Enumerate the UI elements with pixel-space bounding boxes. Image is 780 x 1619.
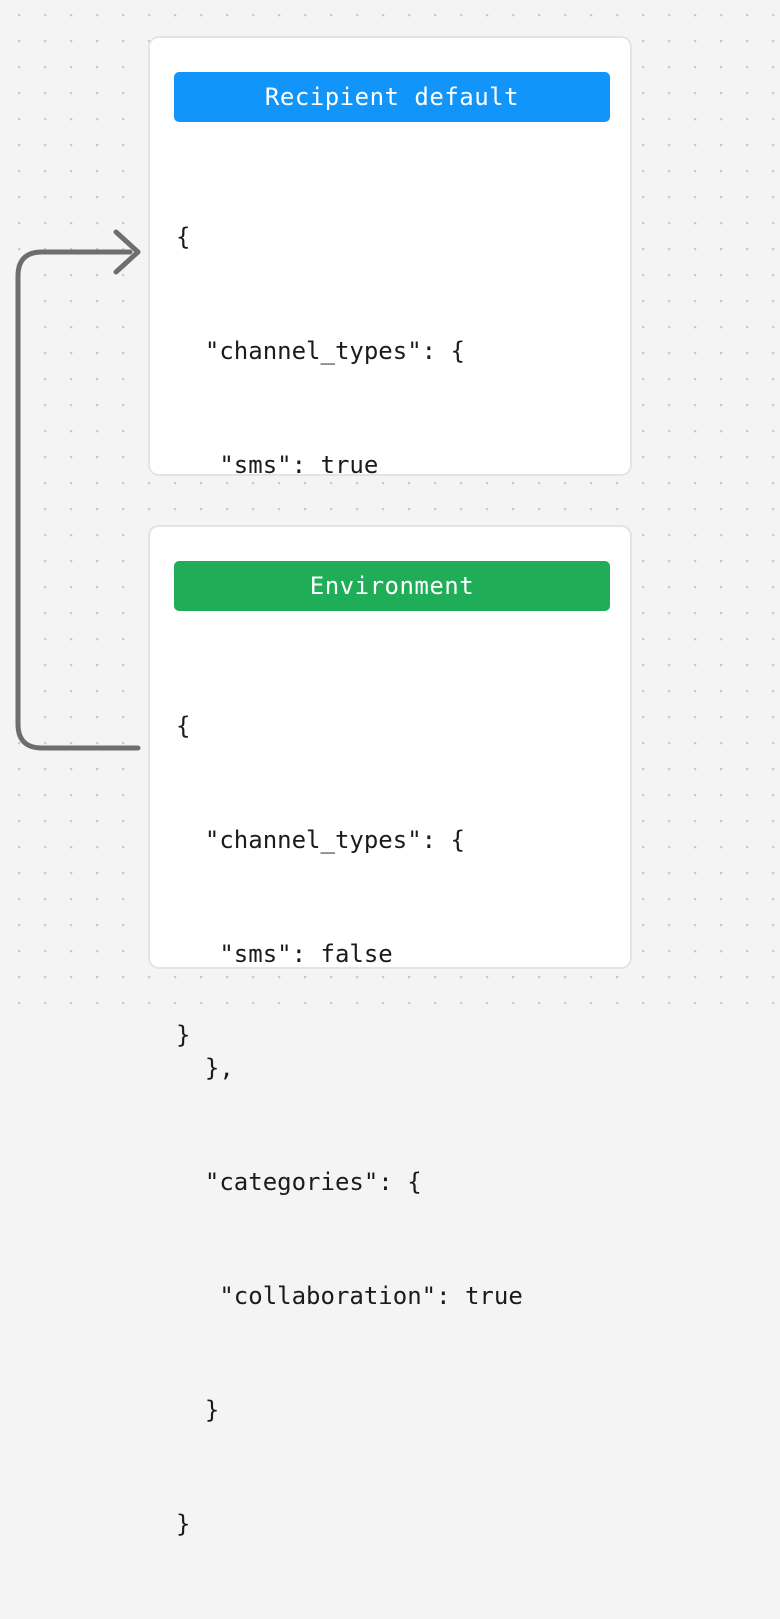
code-line: "collaboration": true — [176, 1282, 523, 1310]
code-line: { — [176, 712, 191, 740]
code-line: "channel_types": { — [176, 337, 465, 365]
code-line: } — [176, 1510, 191, 1538]
code-block-environment: { "channel_types": { "sms": false }, "ca… — [176, 631, 616, 1619]
code-line: "categories": { — [176, 1168, 422, 1196]
code-line: }, — [176, 1054, 234, 1082]
code-line: { — [176, 223, 191, 251]
code-line: "sms": true — [176, 451, 379, 479]
card-environment[interactable]: Environment { "channel_types": { "sms": … — [148, 525, 632, 1538]
card-header-environment: Environment — [174, 561, 610, 611]
card-header-recipient-default: Recipient default — [174, 72, 610, 122]
code-line: } — [176, 1396, 220, 1424]
code-line: "sms": false — [176, 940, 393, 968]
card-recipient-default[interactable]: Recipient default { "channel_types": { "… — [148, 36, 632, 1049]
code-line: "channel_types": { — [176, 826, 465, 854]
